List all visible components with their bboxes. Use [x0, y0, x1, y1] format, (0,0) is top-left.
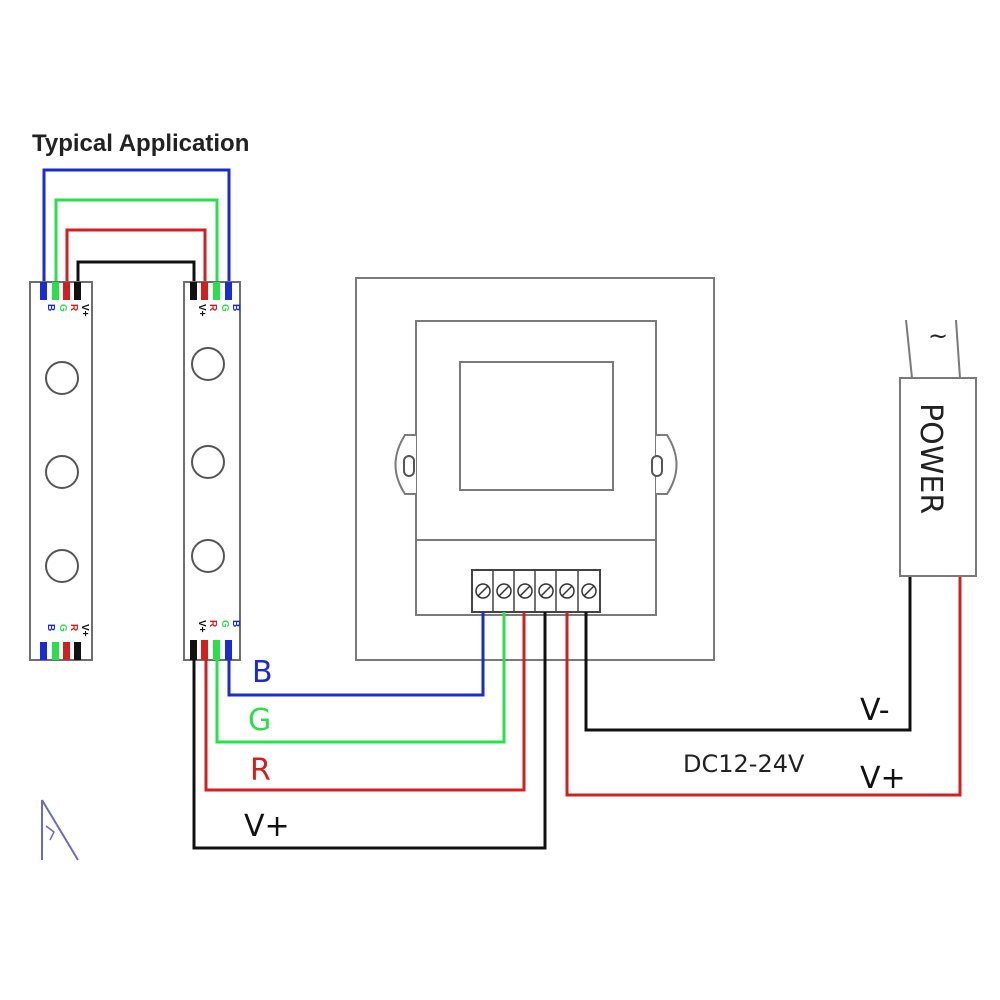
label-g: G [248, 703, 271, 738]
led-strip-right: V+ R G B V+ R G B [183, 281, 241, 661]
diagram-title: Typical Application [32, 130, 249, 157]
pin-label: G [219, 304, 230, 312]
pin-stub [63, 642, 70, 660]
power-supply: ~ POWER [899, 319, 977, 577]
output-wires [192, 612, 547, 850]
label-r: R [250, 753, 271, 788]
strip-right-bottom-pin-labels: V+ R G B [196, 620, 241, 633]
led-chip [45, 455, 79, 489]
mount-slot-left [403, 455, 415, 477]
supply-voltage-label: DC12-24V [683, 750, 805, 778]
top-jumper-wires [42, 168, 231, 285]
pin-label: V+ [79, 624, 90, 637]
jumper-wire-red [65, 228, 207, 285]
pin-label: R [68, 304, 79, 312]
strip-right-bottom-wire-stubs [190, 640, 232, 660]
controller-panel [355, 277, 715, 661]
led-strip-left: B G R V+ B G R V+ [29, 281, 93, 661]
power-adapter-body [899, 377, 977, 577]
pin-stub [190, 282, 197, 300]
pin-stub [74, 282, 81, 300]
strip-right-top-wire-stubs [190, 282, 232, 300]
label-b: B [252, 655, 273, 690]
label-vplus-led: V+ [244, 809, 290, 844]
pin-stub [40, 282, 47, 300]
pin-label: G [219, 620, 230, 628]
jumper-wire-black [76, 260, 196, 285]
wire-green [215, 612, 506, 744]
mount-slot-right [651, 455, 663, 477]
strip-right-top-pin-labels: V+ R G B [196, 304, 241, 317]
strip-left-top-wire-stubs [40, 282, 81, 300]
corner-mark [41, 799, 79, 861]
terminal-screws [475, 570, 597, 612]
pin-label: B [230, 620, 241, 627]
pin-stub [40, 642, 47, 660]
pin-label: R [68, 624, 79, 632]
strip-left-bottom-wire-stubs [40, 642, 81, 660]
pin-label: R [207, 620, 218, 628]
label-vminus: V- [860, 693, 890, 728]
pin-label: B [230, 304, 241, 311]
led-chip [191, 539, 225, 573]
pin-stub [52, 642, 59, 660]
pin-label: G [57, 304, 68, 312]
jumper-wire-blue [42, 168, 231, 285]
power-label: POWER [913, 403, 948, 514]
terminal-block [471, 569, 601, 613]
pin-stub [190, 640, 197, 660]
strip-left-bottom-pin-labels: B G R V+ [45, 624, 90, 637]
pin-label: B [45, 304, 56, 311]
strip-left-top-pin-labels: B G R V+ [45, 304, 90, 317]
pin-stub [63, 282, 70, 300]
wire-blue [227, 612, 485, 697]
pin-stub [213, 282, 220, 300]
pin-stub [74, 642, 81, 660]
pin-label: B [45, 624, 56, 631]
jumper-wire-green [54, 198, 219, 285]
wire-vplus-supply [565, 576, 962, 797]
pin-stub [225, 640, 232, 660]
pin-stub [201, 640, 208, 660]
panel-screen [459, 361, 614, 491]
pin-label: R [207, 304, 218, 312]
pin-stub [225, 282, 232, 300]
label-vplus-supply: V+ [860, 761, 906, 796]
pin-stub [52, 282, 59, 300]
wire-red [204, 612, 526, 792]
led-chip [191, 445, 225, 479]
pin-stub [213, 640, 220, 660]
led-chip [45, 549, 79, 583]
wire-black-vplus [192, 612, 547, 850]
pin-stub [201, 282, 208, 300]
wire-vminus [584, 576, 912, 732]
pin-label: G [57, 624, 68, 632]
ac-symbol: ~ [928, 322, 948, 350]
mount-ear-right [656, 434, 678, 495]
pin-label: V+ [196, 304, 207, 317]
pin-label: V+ [79, 304, 90, 317]
led-chip [191, 347, 225, 381]
supply-wires [565, 576, 962, 797]
led-chip [45, 361, 79, 395]
pin-label: V+ [196, 620, 207, 633]
